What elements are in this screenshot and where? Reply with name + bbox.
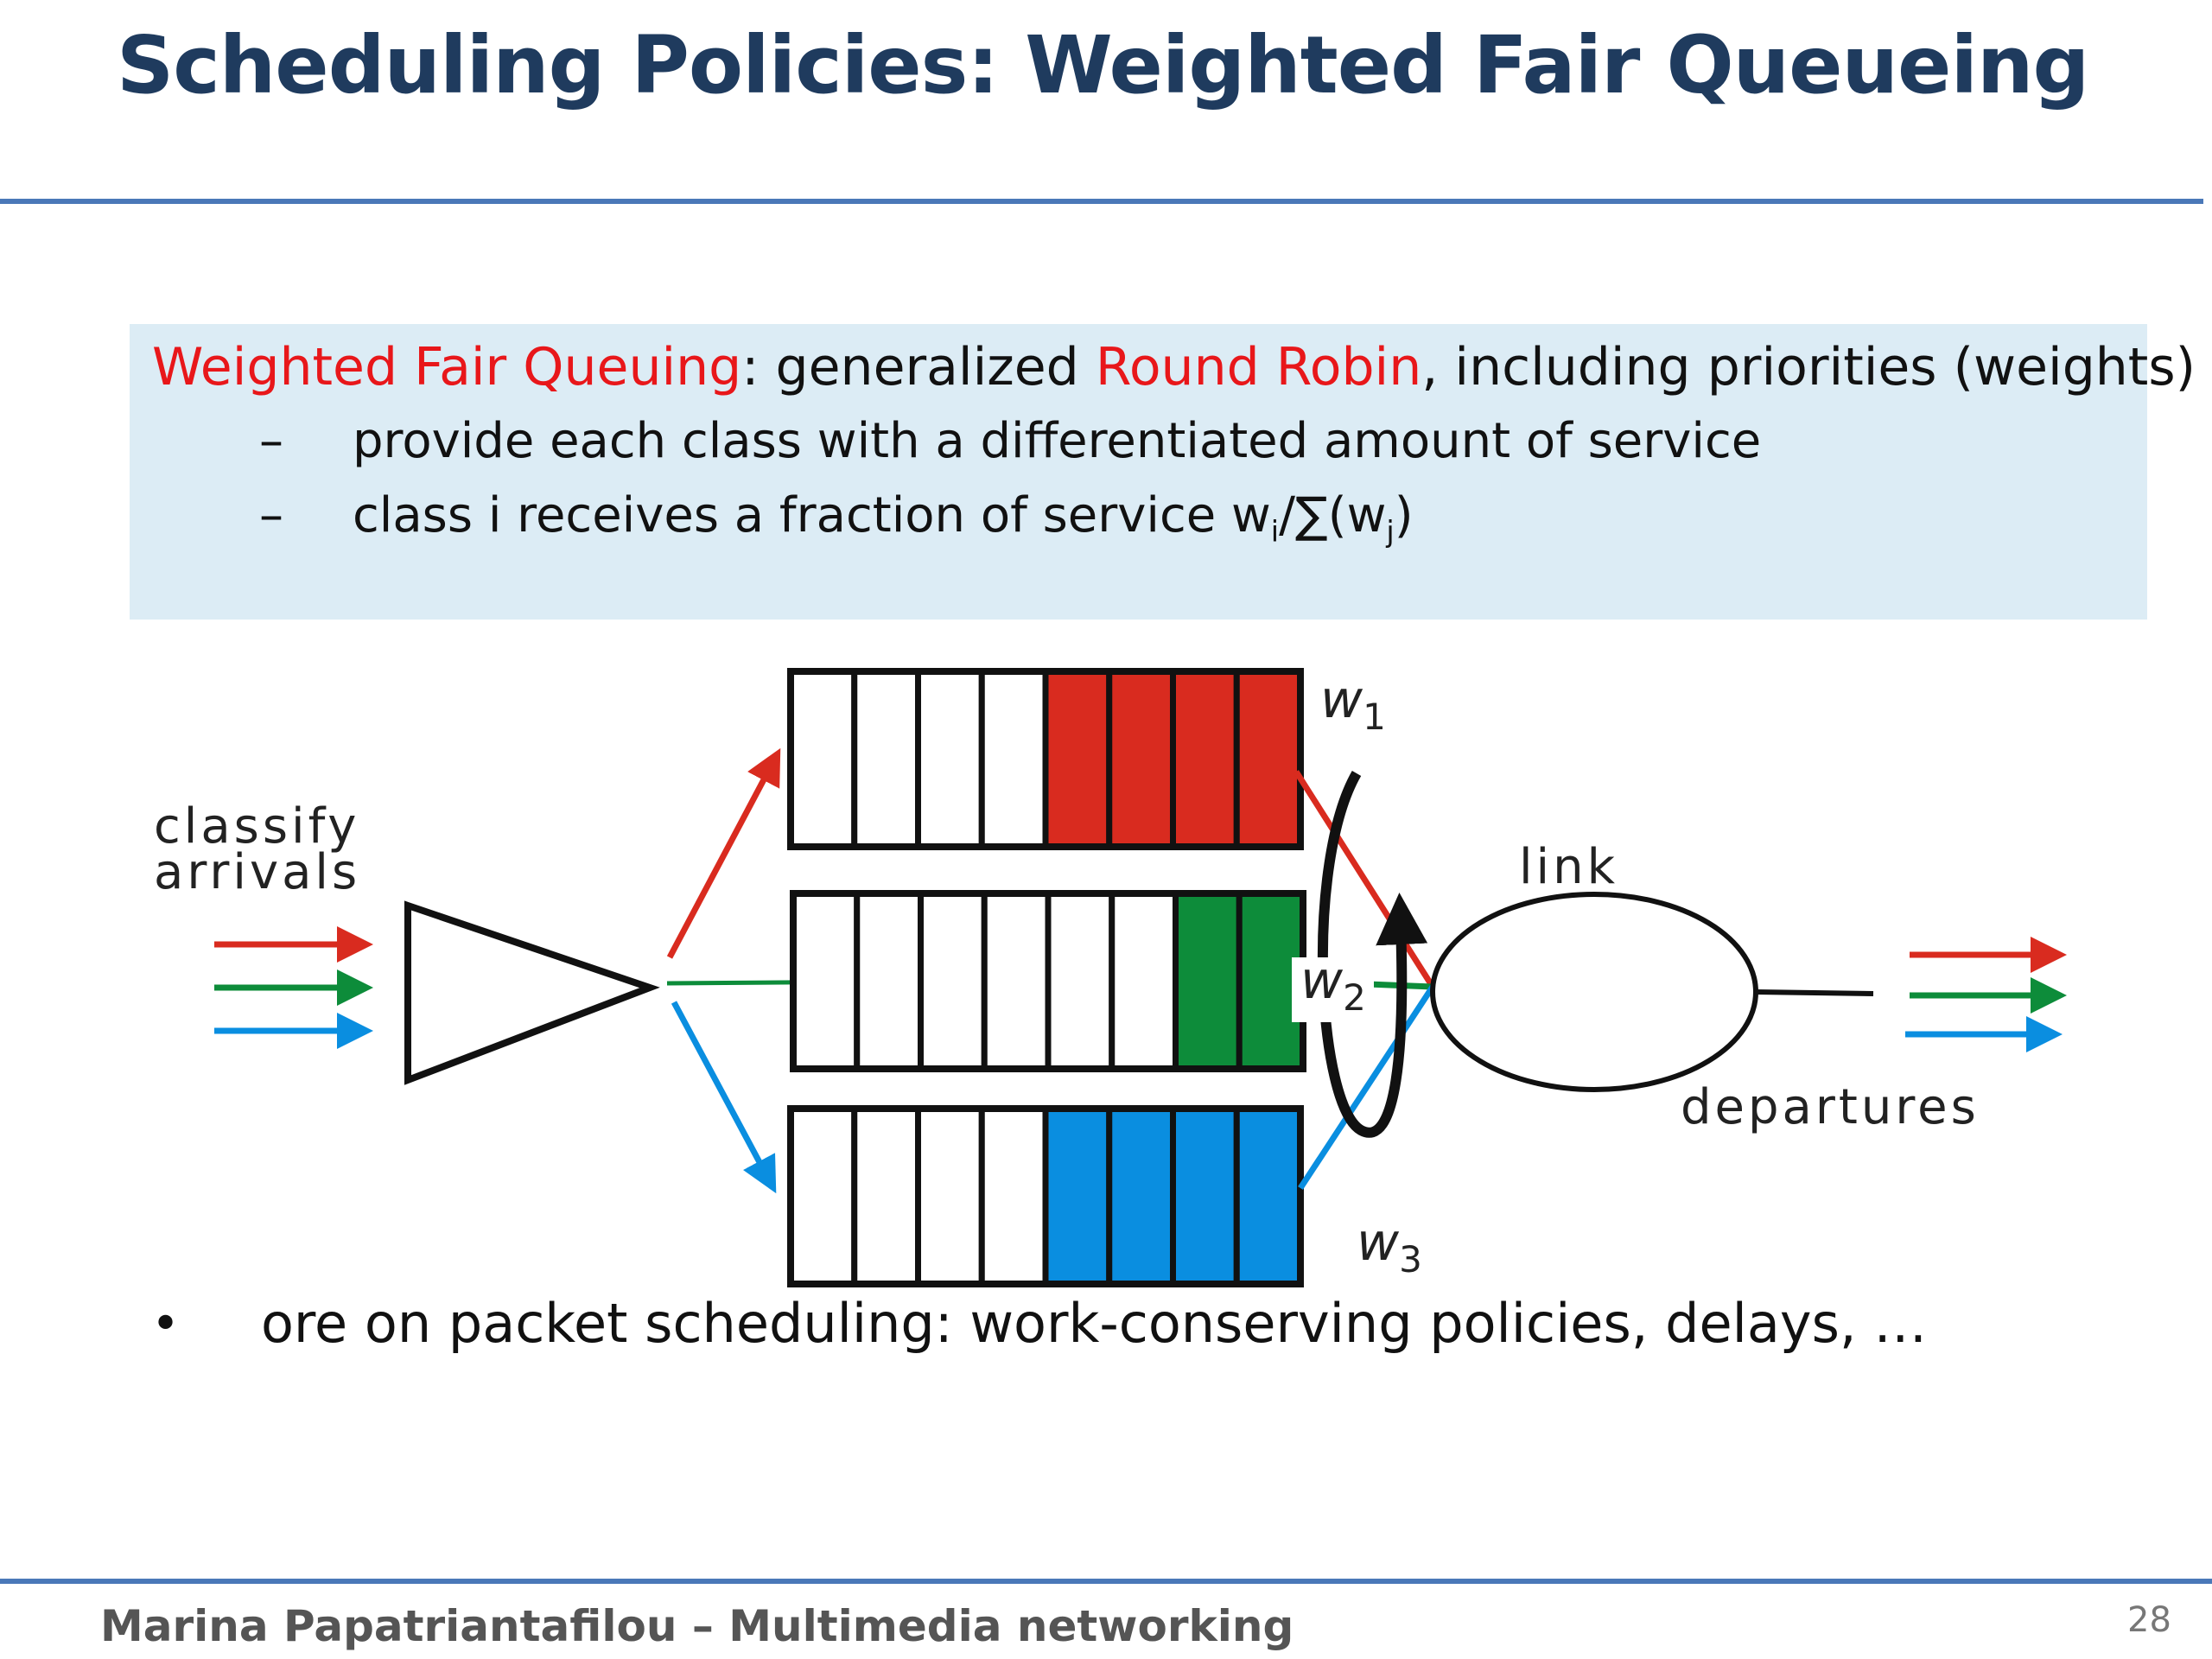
bullet-text: ore on packet scheduling: work-conservin… xyxy=(261,1292,1928,1355)
queue-slot-empty xyxy=(978,668,1049,850)
footer-text: Marina Papatriantafilou – Multimedia net… xyxy=(100,1601,1294,1651)
queue-slot-filled xyxy=(1106,668,1176,850)
w3-symbol: w xyxy=(1357,1212,1400,1273)
footer-divider xyxy=(0,1579,2212,1584)
queue-class3 xyxy=(787,1105,1304,1287)
fraction-text: class i receives a fraction of service w xyxy=(353,487,1271,543)
queue-slot-empty xyxy=(915,1105,985,1287)
queue-slot-empty xyxy=(851,1105,921,1287)
link-output-line xyxy=(1755,989,1874,996)
w3-label: w3 xyxy=(1357,1212,1422,1281)
queue-class2 xyxy=(790,890,1306,1072)
definition-box xyxy=(130,324,2147,620)
departures-label: departures xyxy=(1681,1079,1980,1135)
queue-class3-slots xyxy=(787,1105,1304,1287)
fraction-subscript-i: i xyxy=(1270,515,1280,550)
sub-bullet-dash: – xyxy=(259,413,283,469)
queue3-output-line xyxy=(1298,985,1435,1190)
queue-slot-filled xyxy=(1042,668,1113,850)
queue-class1-slots xyxy=(787,668,1304,850)
fraction-close: ) xyxy=(1394,487,1414,543)
w2-subscript: 2 xyxy=(1343,976,1366,1019)
queue-class3-frame xyxy=(787,1105,1304,1287)
w1-label: w1 xyxy=(1320,670,1386,738)
queue-slot-empty xyxy=(787,1105,858,1287)
queue-slot-filled xyxy=(1042,1105,1113,1287)
link-label: link xyxy=(1519,839,1618,895)
w3-subscript: 3 xyxy=(1399,1238,1422,1281)
class3-arrow xyxy=(671,1001,777,1194)
queue-slot-empty xyxy=(915,668,985,850)
queue-slot-filled xyxy=(1170,1105,1240,1287)
classifier-triangle xyxy=(404,900,660,1085)
class1-arrow xyxy=(666,747,781,959)
queue-class2-slots xyxy=(790,890,1306,1072)
bullet-marker: • xyxy=(151,1296,181,1352)
queue1-output-line xyxy=(1294,770,1435,988)
queue-slot-empty xyxy=(1109,890,1179,1072)
round-robin-arrow xyxy=(1317,771,1428,1138)
queue-slot-empty xyxy=(790,890,861,1072)
queue-slot-empty xyxy=(981,890,1052,1072)
queue-slot-empty xyxy=(918,890,988,1072)
arrivals-label: arrivals xyxy=(154,844,360,900)
link-ellipse xyxy=(1430,892,1758,1092)
queue-class1 xyxy=(787,668,1304,850)
queue-slot-empty xyxy=(787,668,858,850)
queue-slot-filled xyxy=(1233,1105,1304,1287)
term-weighted-fair-queuing: Weighted Fair Queuing xyxy=(152,337,742,397)
w1-subscript: 1 xyxy=(1363,696,1386,738)
definition-separator: : generalized xyxy=(741,337,1096,397)
w1-symbol: w xyxy=(1320,670,1363,730)
fraction-sum: /∑(w xyxy=(1279,487,1387,543)
sub-bullet-fraction: class i receives a fraction of service w… xyxy=(353,487,1414,549)
slide-title: Scheduling Policies: Weighted Fair Queue… xyxy=(117,19,2089,111)
queue-slot-empty xyxy=(978,1105,1049,1287)
w2-label-bg xyxy=(1292,957,1374,1022)
queue-slot-filled xyxy=(1173,890,1243,1072)
definition-rest: , including priorities (weights) xyxy=(1421,337,2196,397)
queue-slot-empty xyxy=(1045,890,1116,1072)
queue-slot-empty xyxy=(851,668,921,850)
w2-label: w2 xyxy=(1300,950,1366,1019)
sub-bullet-service: provide each class with a differentiated… xyxy=(353,413,1762,469)
queue-slot-filled xyxy=(1170,668,1240,850)
sub-bullet-dash: – xyxy=(259,487,283,543)
queue-slot-filled xyxy=(1233,668,1304,850)
definition-line: Weighted Fair Queuing: generalized Round… xyxy=(152,337,2196,397)
page-number: 28 xyxy=(2127,1600,2171,1640)
queue-slot-filled xyxy=(1106,1105,1176,1287)
queue-class1-frame xyxy=(787,668,1304,850)
classify-label: classify xyxy=(154,798,359,855)
term-round-robin: Round Robin xyxy=(1095,337,1422,397)
w2-symbol: w xyxy=(1300,950,1344,1011)
fraction-subscript-j: j xyxy=(1386,515,1395,550)
title-divider xyxy=(0,199,2203,204)
queue-slot-empty xyxy=(854,890,924,1072)
